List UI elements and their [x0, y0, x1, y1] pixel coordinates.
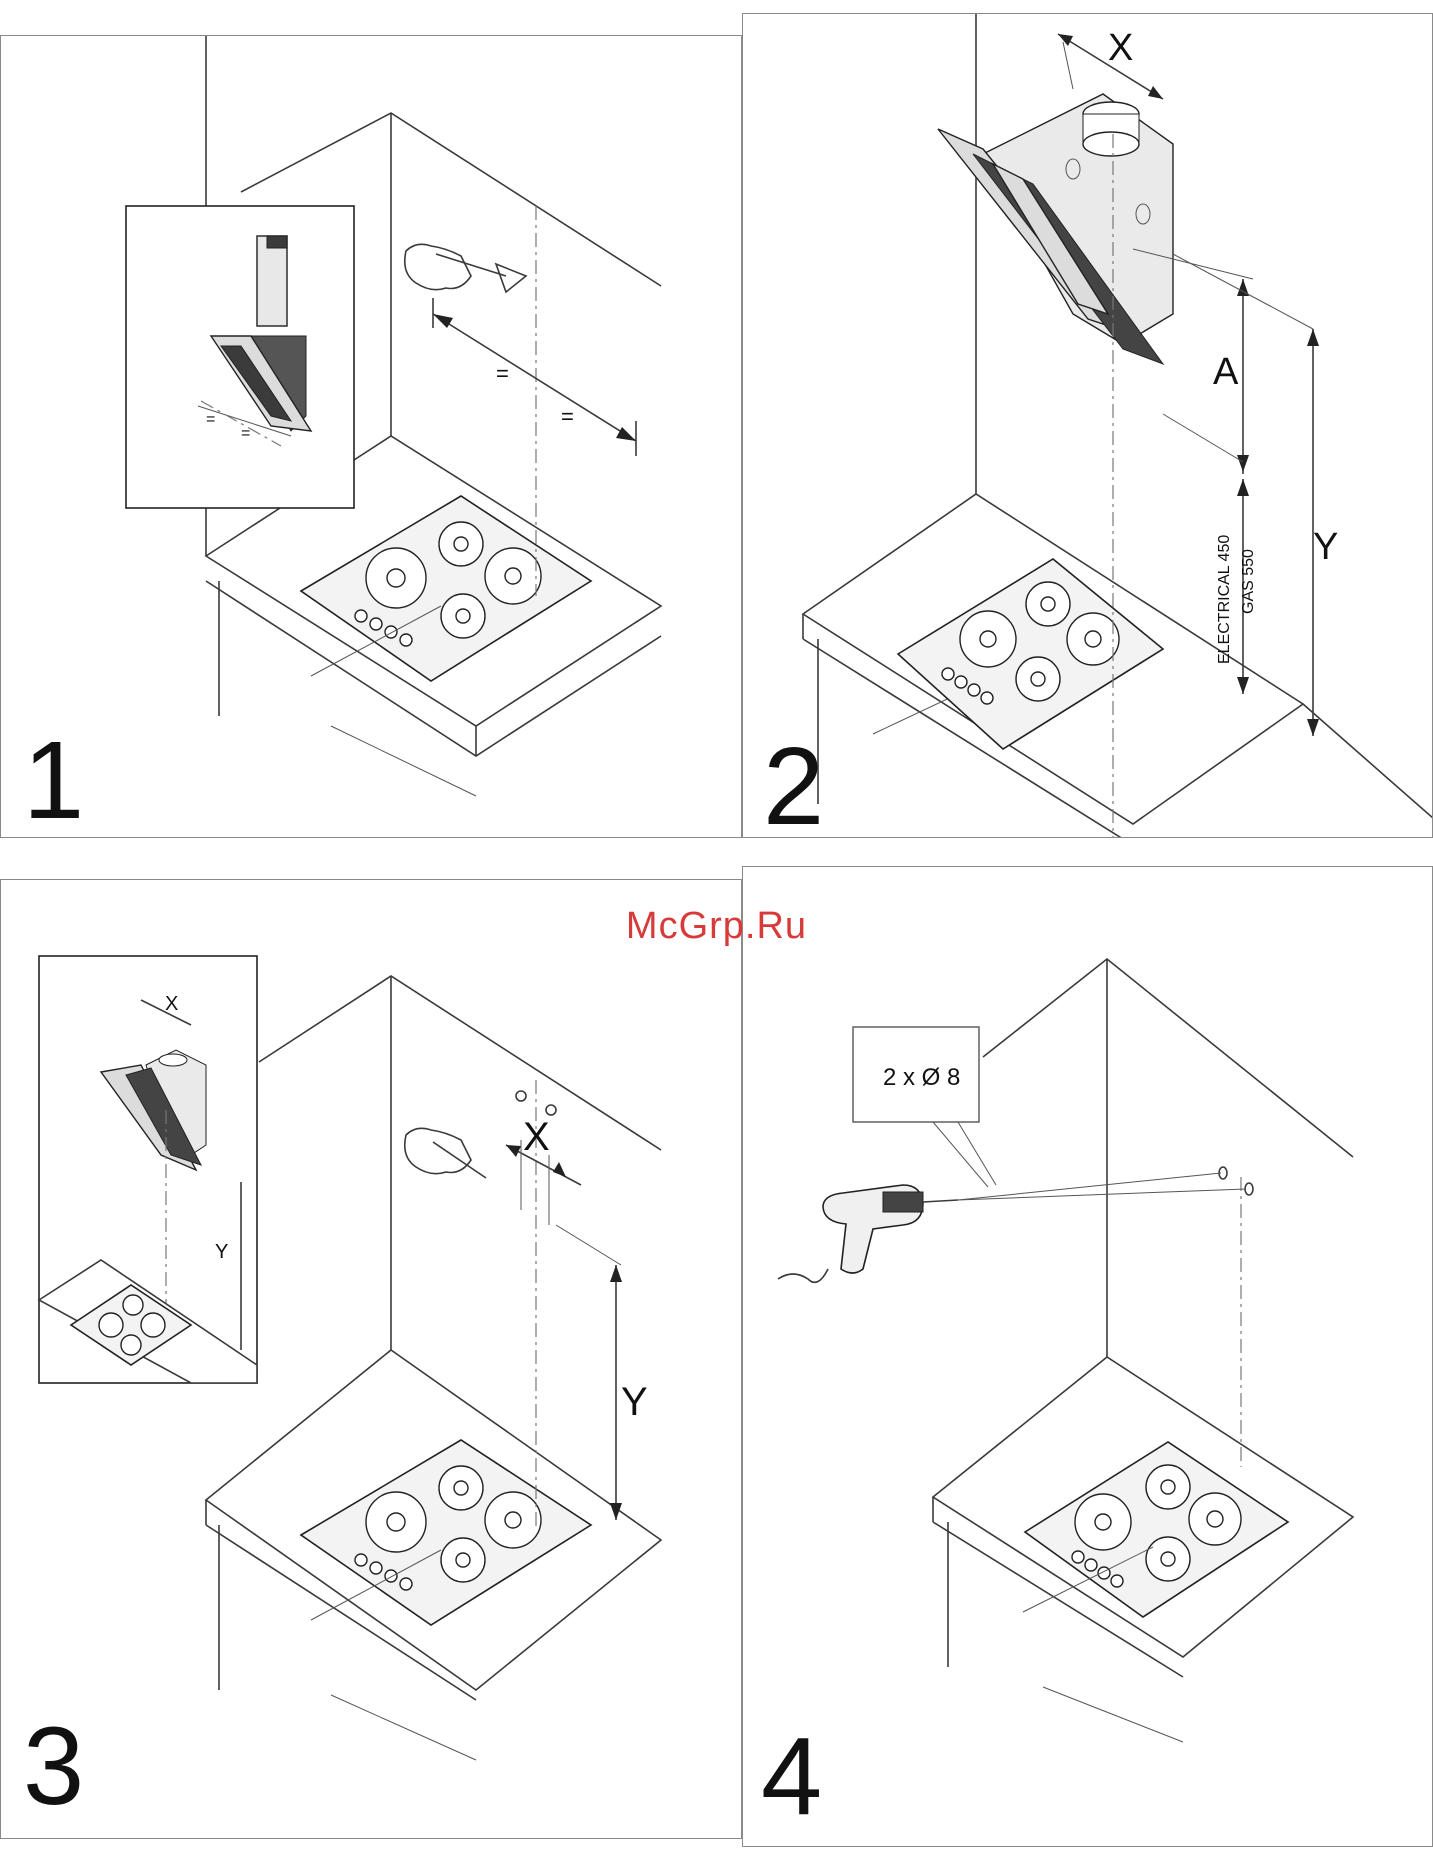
callout-label: 2 x Ø 8 — [883, 1064, 960, 1091]
panel-step-2: X A Y ELECTRICAL 450 GAS 550 2 — [742, 13, 1433, 838]
step-4-illustration: 2 x Ø 8 — [743, 867, 1433, 1847]
panel-step-4: 2 x Ø 8 4 — [742, 866, 1433, 1847]
label-y: Y — [621, 1380, 648, 1424]
svg-text:=: = — [496, 361, 509, 386]
step-number-3: 3 — [23, 1712, 84, 1822]
label-a: A — [1213, 351, 1239, 393]
label-gas: GAS 550 — [1240, 549, 1257, 614]
label-y: Y — [1313, 526, 1338, 568]
inset-label-y: Y — [215, 1241, 228, 1263]
label-x: X — [523, 1115, 550, 1159]
step-number-4: 4 — [761, 1722, 822, 1832]
label-x: X — [1108, 27, 1133, 69]
step-number-1: 1 — [23, 726, 84, 836]
panel-step-3: X Y X Y 3 — [0, 879, 742, 1839]
label-electrical: ELECTRICAL 450 — [1216, 535, 1233, 664]
watermark-text: McGrp.Ru — [0, 905, 1433, 948]
step-number-2: 2 — [763, 732, 824, 838]
svg-text:=: = — [561, 404, 574, 429]
step-1-illustration: = = = = — [1, 36, 742, 838]
svg-text:=: = — [241, 425, 250, 442]
svg-text:=: = — [206, 411, 215, 428]
panel-step-1: = = = = 1 — [0, 35, 742, 838]
step-3-illustration: X Y X Y — [1, 880, 742, 1839]
step-2-illustration: X A Y ELECTRICAL 450 GAS 550 — [743, 14, 1433, 838]
inset-label-x: X — [165, 993, 178, 1015]
